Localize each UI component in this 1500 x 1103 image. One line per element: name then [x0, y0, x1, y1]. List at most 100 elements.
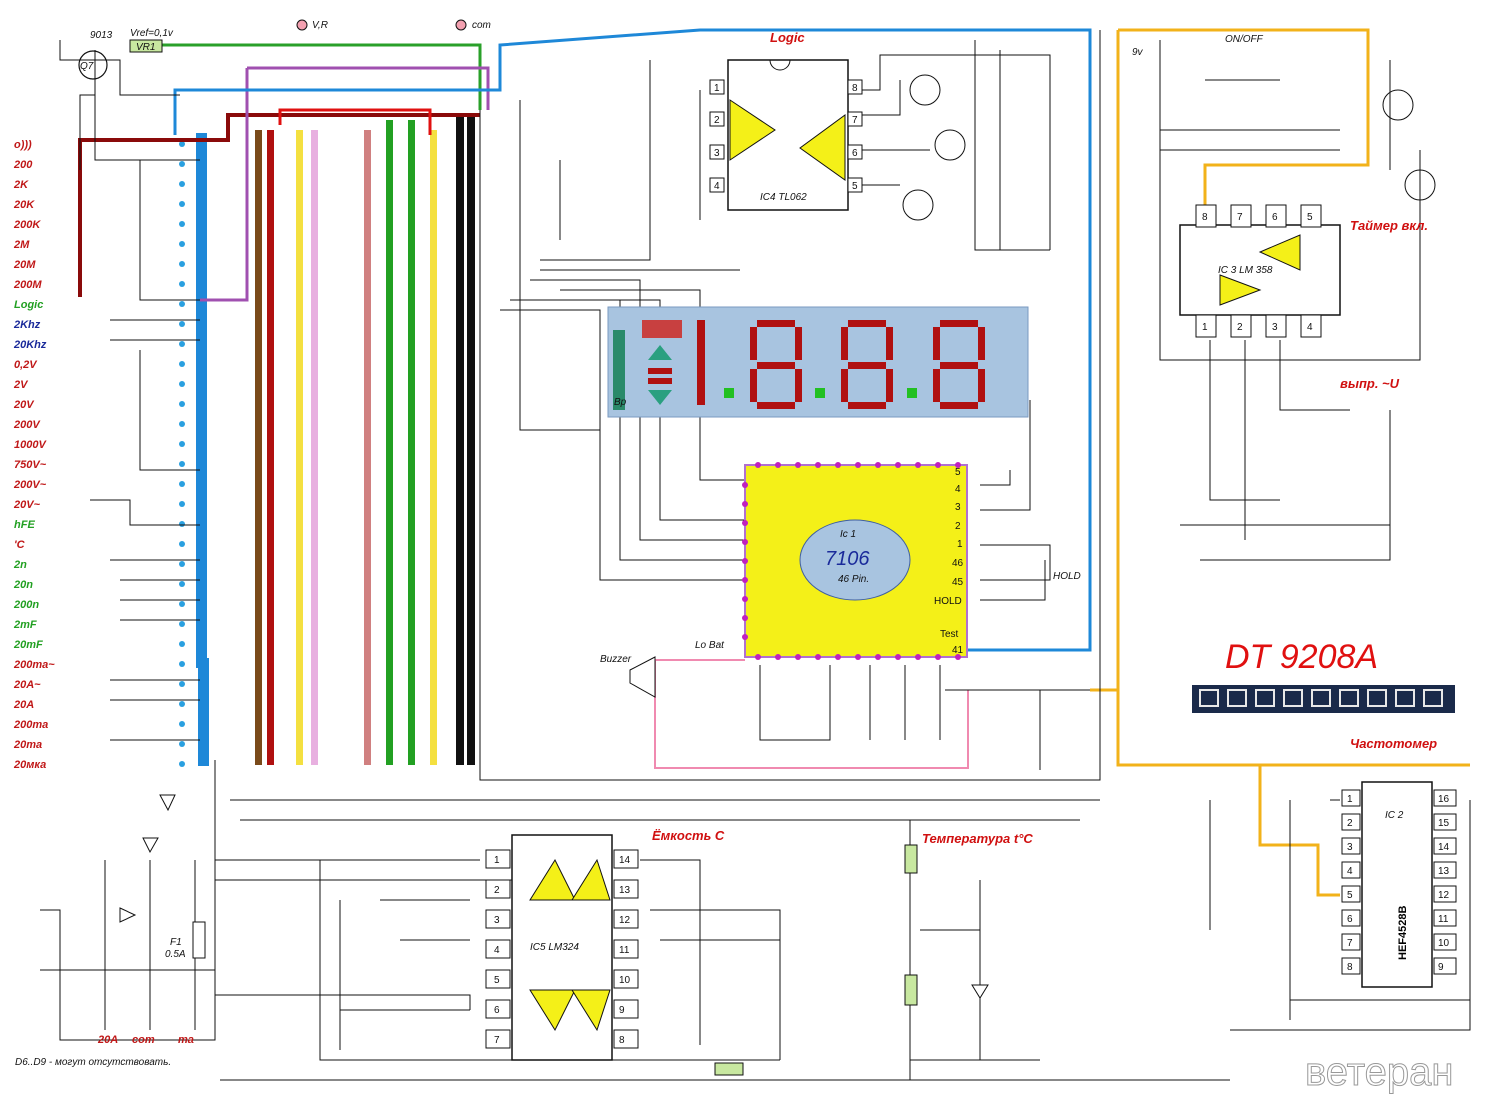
- ic5-pin: [613, 939, 639, 959]
- range-contact: [179, 441, 185, 447]
- black-rail: [456, 115, 464, 765]
- ic4-pins: 1 2 3 4 8 7 6 5: [709, 79, 863, 193]
- strip-digit: [1423, 689, 1443, 707]
- d8-diode: [142, 837, 159, 854]
- watermark: ветеран: [1305, 1050, 1453, 1094]
- ic1-pin: [742, 615, 748, 621]
- lcd-segment: [940, 402, 978, 409]
- ic1-pin: [915, 654, 921, 660]
- range-contact: [179, 661, 185, 667]
- lcd-segment: [795, 327, 802, 360]
- ic3-body: [1179, 224, 1341, 316]
- frequency-section-title: Частотомер: [1350, 736, 1437, 751]
- d10-diode: [971, 984, 989, 999]
- range-contact: [179, 501, 185, 507]
- ic1-pin: [815, 654, 821, 660]
- lcd-segment: [848, 402, 886, 409]
- red-rail: [267, 130, 274, 765]
- lcd-bp-label: Bp: [614, 397, 627, 408]
- lcd-minus-segment: [642, 320, 682, 338]
- svg-text:10: 10: [619, 975, 631, 986]
- ic1-pin: [835, 462, 841, 468]
- ic5-pin: [485, 939, 511, 959]
- strip-digit: [1311, 689, 1331, 707]
- svg-text:5: 5: [955, 467, 961, 478]
- ic2-pin: [1341, 861, 1361, 879]
- ic1-pin: [875, 462, 881, 468]
- lcd-segment: [750, 369, 757, 402]
- range-label: 20A: [13, 699, 34, 711]
- range-label: 2n: [13, 559, 27, 571]
- lcd-segment: [757, 402, 795, 409]
- range-contact: [179, 321, 185, 327]
- ic2-pin: [1433, 789, 1457, 807]
- lcd-arrow-down: [648, 390, 672, 405]
- ic3-opamp-b: [1219, 274, 1262, 306]
- svg-text:5: 5: [1307, 212, 1313, 223]
- vr2-potentiometer: [904, 844, 918, 874]
- ic2-pin: [1341, 933, 1361, 951]
- lo-bat-label: Lo Bat: [695, 640, 725, 651]
- ic1-pin: [895, 654, 901, 660]
- range-label: 2K: [13, 179, 29, 191]
- ic1-pin: [855, 462, 861, 468]
- ic5-pin: [613, 909, 639, 929]
- range-contact: [179, 301, 185, 307]
- ic1-pin: [742, 558, 748, 564]
- svg-text:9: 9: [619, 1005, 625, 1016]
- battery-label: 9v: [1132, 47, 1144, 58]
- range-label: 'C: [14, 539, 26, 551]
- lcd-segment: [795, 369, 802, 402]
- range-contact: [179, 381, 185, 387]
- range-label: 20ma: [13, 739, 42, 751]
- range-label: Logic: [14, 299, 43, 311]
- svg-text:2: 2: [1347, 818, 1353, 829]
- svg-text:11: 11: [1438, 914, 1449, 925]
- range-contact: [179, 481, 185, 487]
- svg-text:6: 6: [1347, 914, 1353, 925]
- range-contact: [179, 701, 185, 707]
- ic1-pin: [742, 482, 748, 488]
- ic1-pin: [935, 462, 941, 468]
- ic1-pin: [775, 654, 781, 660]
- range-contact: [179, 361, 185, 367]
- range-label: 200ma~: [13, 659, 55, 671]
- range-contact: [179, 181, 185, 187]
- svg-text:4: 4: [955, 484, 961, 495]
- ic2-label: IC 2: [1385, 810, 1404, 821]
- svg-text:8: 8: [619, 1035, 625, 1046]
- ic3-pins: 8 7 6 5 1 2 3 4: [1195, 204, 1322, 338]
- svg-text:8: 8: [852, 83, 858, 94]
- range-label: 200M: [13, 279, 42, 291]
- svg-text:4: 4: [494, 945, 500, 956]
- lcd-decimal-point: [724, 388, 734, 398]
- lcd-segment: [978, 327, 985, 360]
- range-contact: [179, 261, 185, 267]
- svg-text:5: 5: [852, 181, 858, 192]
- lcd-digit-1: [697, 320, 705, 405]
- lcd-segment: [886, 327, 893, 360]
- range-label: 1000V: [14, 439, 47, 451]
- ic5-pin: [613, 969, 639, 989]
- ic2-pin: [1341, 909, 1361, 927]
- range-label: 200K: [13, 219, 41, 231]
- lcd-segment: [841, 369, 848, 402]
- yellow-wire-freq: [1090, 30, 1470, 897]
- ic1-pin: [742, 596, 748, 602]
- wiring: [40, 30, 1471, 1081]
- range-contact: [179, 621, 185, 627]
- range-label: 20K: [13, 199, 35, 211]
- range-label: 200V: [13, 419, 41, 431]
- svg-text:8: 8: [1347, 962, 1353, 973]
- strip-digit: [1255, 689, 1275, 707]
- svg-text:5: 5: [1347, 890, 1353, 901]
- lcd-segment: [757, 362, 795, 369]
- ic5-label: IC5 LM324: [530, 942, 579, 953]
- ic1-pin-dots: [742, 462, 961, 660]
- range-label: 20V: [13, 399, 35, 411]
- strip-digit: [1339, 689, 1359, 707]
- range-contact: [179, 161, 185, 167]
- blue-rail: [196, 133, 207, 668]
- range-contact: [179, 641, 185, 647]
- range-label: 2mF: [13, 619, 37, 631]
